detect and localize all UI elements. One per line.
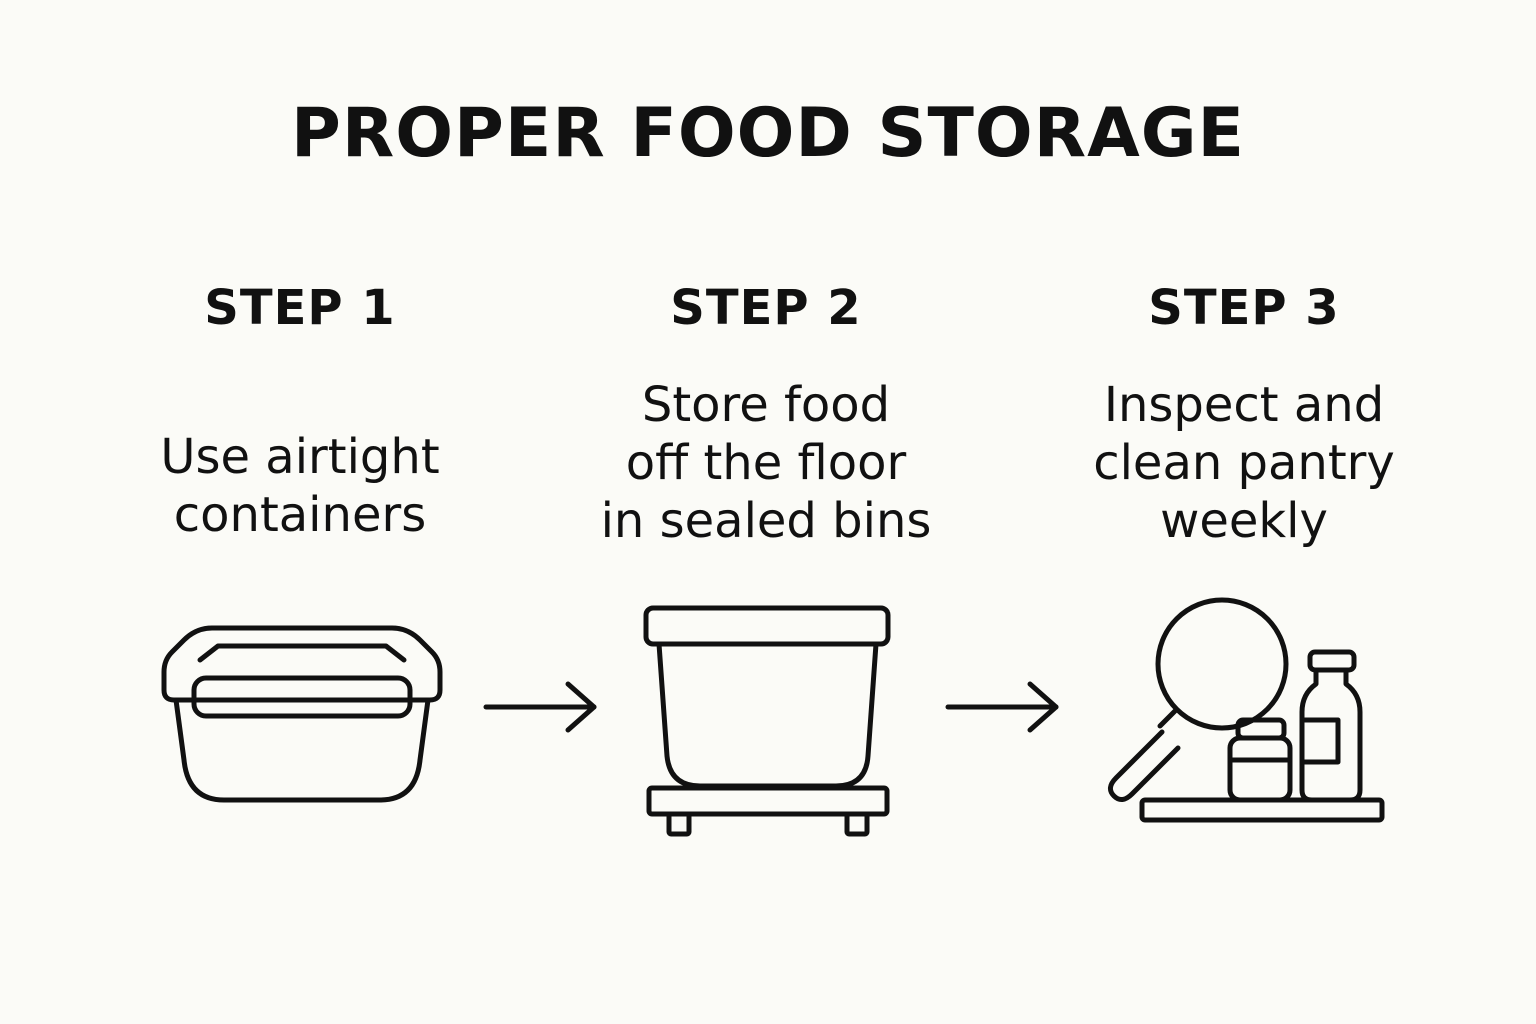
step-3-description-line: clean pantry <box>1093 435 1395 491</box>
platform-leg-left <box>666 811 692 837</box>
step-3-description: Inspect and clean pantry weekly <box>1024 376 1464 550</box>
lid-ridge <box>197 643 407 663</box>
pantry-shelf <box>1139 797 1385 823</box>
step-1-description-line: Use airtight <box>160 429 440 485</box>
magnifier-neck <box>1157 707 1179 729</box>
bin-body <box>656 641 879 789</box>
page-title: PROPER FOOD STORAGE <box>291 94 1245 173</box>
platform <box>646 785 890 817</box>
platform-leg-right <box>844 811 870 837</box>
step-2-description: Store food off the floor in sealed bins <box>546 376 986 550</box>
raised-sealed-bin-icon <box>643 605 891 837</box>
container-lid <box>161 625 443 703</box>
bottle-body <box>1299 667 1363 803</box>
step-1-description-line: containers <box>173 487 427 543</box>
arrow-right-icon <box>483 681 597 733</box>
step-1: STEP 1 Use airtight containers <box>80 278 520 543</box>
bottle-cap <box>1307 649 1357 673</box>
step-2-description-line: off the floor <box>625 435 907 491</box>
step-3-label: STEP 3 <box>1148 280 1340 336</box>
step-1-description: Use airtight containers <box>80 428 520 544</box>
lid-clip <box>191 675 413 719</box>
step-2: STEP 2 Store food off the floor in seale… <box>546 278 986 549</box>
step-2-description-line: in sealed bins <box>600 493 932 549</box>
step-1-label: STEP 1 <box>204 280 396 336</box>
step-3-description-line: Inspect and <box>1103 377 1385 433</box>
step-2-description-line: Store food <box>641 377 891 433</box>
magnifier-handle <box>1108 729 1181 802</box>
step-3: STEP 3 Inspect and clean pantry weekly <box>1024 278 1464 549</box>
magnifier-lens <box>1155 597 1289 731</box>
bin-lid <box>643 605 891 647</box>
step-3-description-line: weekly <box>1160 493 1328 549</box>
bottle-label <box>1299 717 1341 765</box>
jar-body <box>1227 735 1293 803</box>
arrow-right-icon <box>945 681 1059 733</box>
magnifier-pantry-shelf-icon <box>1108 597 1385 823</box>
airtight-container-icon <box>161 625 443 803</box>
step-2-label: STEP 2 <box>670 280 862 336</box>
container-body <box>173 697 431 803</box>
